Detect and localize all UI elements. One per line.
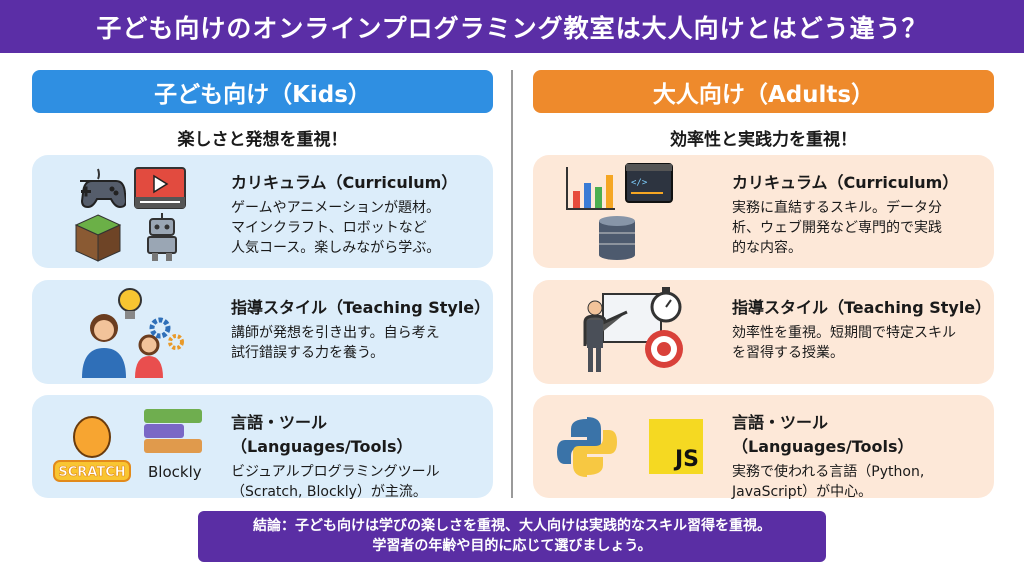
card-text: ゲームやアニメーションが題材。: [231, 200, 441, 216]
scratch-logo-icon: SCRATCH: [53, 416, 131, 482]
video-player-icon: [134, 167, 186, 209]
adults-languages-card: JS 言語・ツール（Languages/Tools） 実務で使われる言語（Pyt…: [533, 395, 994, 500]
stopwatch-icon: [650, 287, 682, 323]
card-text: マインクラフト、ロボットなど: [231, 220, 427, 236]
card-text: 人気コース。楽しみながら学ぶ。: [231, 240, 441, 256]
card-title: 言語・ツール（Languages/Tools）: [732, 413, 914, 456]
teacher-icon: [82, 314, 126, 378]
minecraft-block-icon: [74, 214, 122, 262]
card-title: 言語・ツール（Languages/Tools）: [231, 413, 413, 456]
kids-header: 子ども向け（Kids）: [32, 70, 493, 113]
card-text: 実務で使われる言語（Python,: [732, 464, 925, 480]
card-text: 析、ウェブ開発など専門的で実践: [732, 220, 942, 236]
kids-column: 子ども向け（Kids） 楽しさと発想を重視！ カリキュラム（Curriculum…: [32, 70, 493, 500]
card-text: を習得する授業。: [732, 345, 844, 361]
game-controller-icon: [80, 168, 126, 209]
bar-chart-icon: [566, 167, 615, 210]
code-window-icon: </>: [625, 163, 673, 203]
adults-curriculum-card: </> カリキュラム（Curriculum） 実務に直結するスキル。データ分析、…: [533, 155, 994, 268]
card-text: 的な内容。: [732, 240, 802, 256]
card-title: 指導スタイル（Teaching Style）: [732, 298, 992, 317]
robot-icon: [147, 213, 177, 261]
conclusion-line: 結論：子ども向けは学びの楽しさを重視、大人向けは実践的なスキル習得を重視。: [253, 518, 771, 534]
child-icon: [135, 334, 163, 378]
card-text: （Scratch, Blockly）が主流。: [231, 484, 427, 500]
kids-curriculum-card: カリキュラム（Curriculum） ゲームやアニメーションが題材。マインクラフ…: [32, 155, 493, 268]
card-title: カリキュラム（Curriculum）: [231, 173, 458, 192]
card-title: カリキュラム（Curriculum）: [732, 173, 959, 192]
javascript-logo-text: JS: [674, 447, 699, 472]
page-title: 子ども向けのオンラインプログラミング教室は大人向けとはどう違う？: [0, 0, 1024, 53]
svg-text:</>: </>: [631, 178, 648, 188]
card-text: 効率性を重視。短期間で特定スキル: [732, 325, 956, 341]
scratch-logo-text: SCRATCH: [58, 465, 125, 480]
conclusion-line: 学習者の年齢や目的に応じて選びましょう。: [372, 538, 652, 554]
database-icon: [599, 216, 635, 260]
javascript-logo-icon: JS: [649, 419, 703, 474]
adults-column: 大人向け（Adults） 効率性と実践力を重視！ </> カリキュラム（Curr…: [533, 70, 994, 500]
column-divider: [511, 70, 513, 498]
target-icon: [645, 330, 683, 368]
card-text: JavaScript）が中心。: [732, 484, 873, 500]
kids-teaching-style-card: 指導スタイル（Teaching Style） 講師が発想を引き出す。自ら考え試行…: [32, 280, 493, 384]
card-text: 実務に直結するスキル。データ分: [732, 200, 942, 216]
adults-tagline: 効率性と実践力を重視！: [670, 130, 857, 150]
lightbulb-icon: [118, 288, 142, 319]
gears-icon: [149, 317, 184, 350]
card-text: ビジュアルプログラミングツール: [231, 464, 440, 480]
conclusion-box: 結論：子ども向けは学びの楽しさを重視、大人向けは実践的なスキル習得を重視。 学習…: [198, 511, 826, 562]
adults-teaching-style-card: 指導スタイル（Teaching Style） 効率性を重視。短期間で特定スキルを…: [533, 280, 994, 384]
blockly-label: Blockly: [148, 463, 202, 481]
card-title: 指導スタイル（Teaching Style）: [231, 298, 491, 317]
kids-languages-card: SCRATCH Blockly 言語・ツール（Languages/Tools） …: [32, 395, 493, 500]
blockly-logo-icon: [144, 409, 202, 453]
card-text: 試行錯誤する力を養う。: [231, 345, 385, 361]
kids-tagline: 楽しさと発想を重視！: [177, 130, 348, 150]
python-logo-icon: [557, 417, 617, 477]
card-text: 講師が発想を引き出す。自ら考え: [231, 325, 440, 341]
adults-header: 大人向け（Adults）: [533, 70, 994, 113]
